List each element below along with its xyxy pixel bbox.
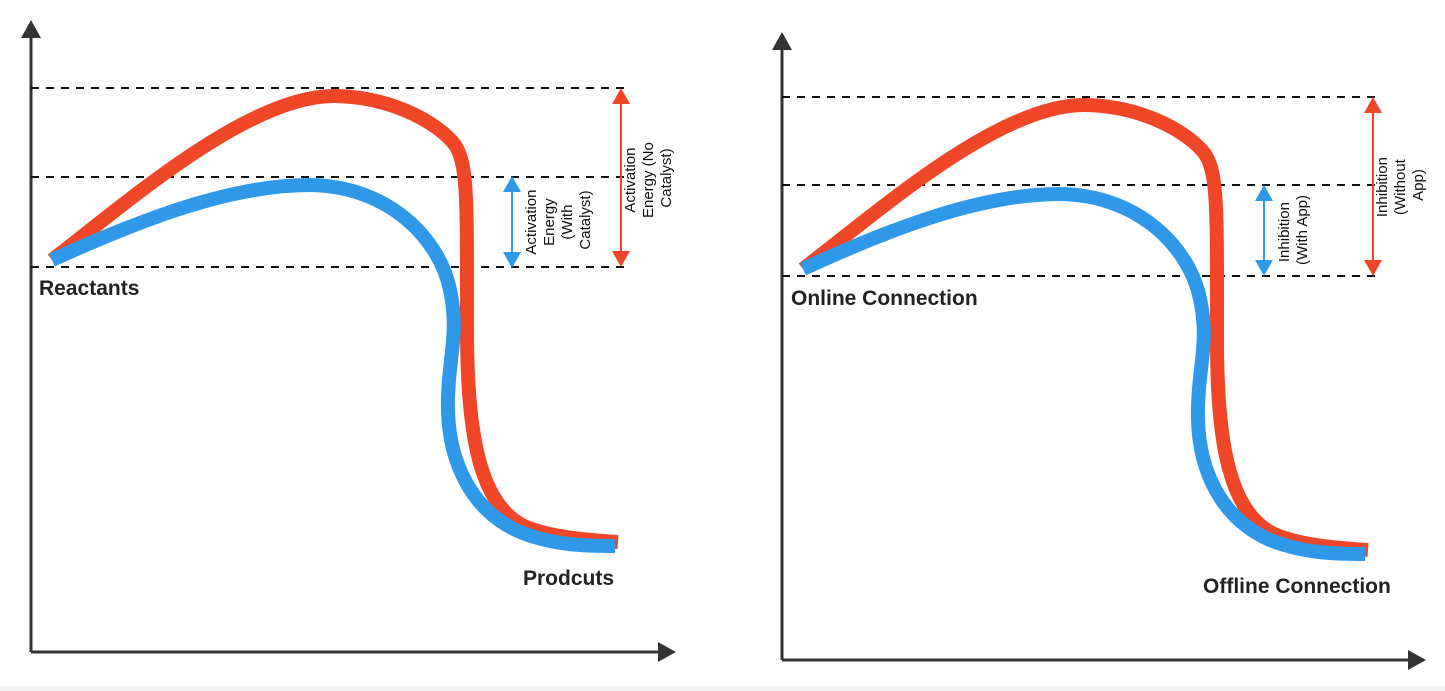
right-catalyzed-gap-label-line: (With App) [1294, 195, 1311, 265]
left-uncatalyzed-gap-label: Activation Energy (No Catalyst) [622, 138, 675, 218]
left-uncatalyzed-gap-arrow [612, 88, 630, 267]
left-uncatalyzed-gap-label-line: Activation [622, 148, 639, 213]
right-end-label: Offline Connection [1203, 575, 1391, 598]
right-curve-catalyzed [800, 187, 1366, 561]
right-uncatalyzed-gap-label: Inhibition (Without App) [1374, 153, 1427, 217]
right-x-axis-arrowhead [1408, 650, 1426, 670]
left-curve-catalyzed [49, 178, 616, 553]
left-uncatalyzed-gap-label-line: Energy (No [640, 142, 657, 218]
right-catalyzed-gap-arrow [1255, 185, 1273, 276]
right-uncatalyzed-gap-label-line: Inhibition [1374, 157, 1391, 217]
right-catalyzed-gap-label-line: Inhibition [1276, 202, 1293, 262]
left-end-label: Prodcuts [523, 567, 614, 590]
left-catalyzed-gap-label-line: Energy [541, 198, 558, 246]
left-catalyzed-gap-label-line: Catalyst) [577, 190, 594, 249]
bottom-strip [0, 686, 1445, 691]
left-catalyzed-gap-label-line: Activation [523, 190, 540, 255]
right-y-axis-arrowhead [772, 32, 792, 50]
right-catalyzed-gap-label: Inhibition (With App) [1276, 195, 1311, 265]
left-y-axis-arrowhead [21, 20, 41, 38]
right-curve-uncatalyzed [798, 97, 1369, 557]
left-catalyzed-gap-arrow [503, 176, 521, 268]
right-uncatalyzed-gap-label-line: (Without [1392, 158, 1409, 215]
left-catalyzed-gap-label-line: (With [559, 205, 576, 240]
right-uncatalyzed-gap-label-line: App) [1410, 169, 1427, 201]
left-catalyzed-gap-label: Activation Energy (With Catalyst) [523, 185, 594, 254]
left-uncatalyzed-gap-label-line: Catalyst) [658, 148, 675, 207]
left-curve-uncatalyzed [47, 88, 619, 549]
right-diagram: Inhibition (With App) Inhibition (Withou… [772, 32, 1427, 670]
right-uncatalyzed-gap-arrow [1364, 97, 1382, 276]
left-x-axis-arrowhead [658, 642, 676, 662]
right-start-label: Online Connection [791, 287, 978, 310]
left-diagram: Activation Energy (With Catalyst) Activa… [21, 20, 676, 662]
left-start-label: Reactants [39, 277, 139, 300]
